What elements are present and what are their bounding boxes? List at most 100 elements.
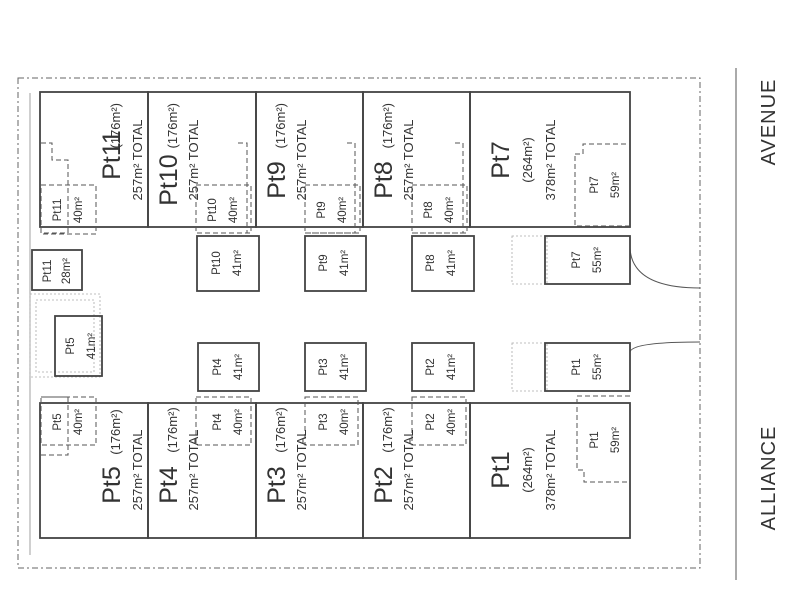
svg-text:55m²: 55m² bbox=[592, 247, 604, 273]
lot-label: Pt11 bbox=[98, 130, 126, 180]
lot-label: Pt8 bbox=[370, 161, 398, 199]
lot-total: 257m² TOTAL bbox=[401, 120, 416, 201]
rear-yard-pt7: Pt7 59m² bbox=[589, 172, 622, 198]
svg-text:Pt1: Pt1 bbox=[589, 431, 601, 448]
svg-text:59m²: 59m² bbox=[610, 427, 622, 453]
rear-yard-pt8: Pt8 40m² bbox=[411, 184, 468, 234]
svg-text:Pt7: Pt7 bbox=[589, 176, 601, 193]
parking-pt8[interactable]: Pt8 41m² bbox=[411, 235, 475, 292]
svg-text:40m²: 40m² bbox=[339, 409, 351, 435]
driveway-edge-bottom bbox=[629, 341, 701, 353]
lot-label: Pt2 bbox=[370, 466, 398, 504]
svg-text:41m²: 41m² bbox=[233, 354, 245, 380]
svg-text:Pt2: Pt2 bbox=[425, 413, 437, 430]
parking-pt11[interactable]: Pt11 28m² bbox=[31, 249, 83, 291]
rear-yard-pt10: Pt10 40m² bbox=[195, 184, 252, 234]
lot-pt5[interactable]: Pt5 (176m²) 257m² TOTAL bbox=[39, 396, 149, 539]
lot-label: Pt7 bbox=[487, 141, 515, 179]
rear-yard-pt11: Pt11 40m² bbox=[40, 184, 97, 235]
svg-text:Pt8: Pt8 bbox=[425, 254, 437, 271]
lot-area: (264m²) bbox=[520, 447, 535, 493]
svg-text:Pt7: Pt7 bbox=[571, 251, 583, 268]
svg-text:41m²: 41m² bbox=[339, 354, 351, 380]
lot-pt11[interactable]: Pt11 (176m²) 257m² TOTAL bbox=[39, 91, 149, 234]
site-boundary bbox=[17, 77, 701, 569]
lot-total: 257m² TOTAL bbox=[186, 120, 201, 201]
svg-text:Pt11: Pt11 bbox=[42, 260, 54, 283]
lot-pt1[interactable]: Pt1 (264m²) 378m² TOTAL bbox=[469, 395, 631, 539]
svg-text:40m²: 40m² bbox=[444, 197, 456, 223]
lot-label: Pt4 bbox=[155, 466, 183, 504]
svg-text:Pt4: Pt4 bbox=[212, 358, 224, 376]
lot-total: 257m² TOTAL bbox=[401, 430, 416, 511]
svg-text:Pt8: Pt8 bbox=[423, 201, 435, 218]
parking-pt3[interactable]: Pt3 41m² bbox=[304, 342, 367, 392]
parking-pt2[interactable]: Pt2 41m² bbox=[411, 342, 475, 392]
lot-area: (176m²) bbox=[108, 103, 123, 149]
lot-total: 257m² TOTAL bbox=[294, 430, 309, 511]
rear-yard-pt9: Pt9 40m² bbox=[304, 184, 361, 234]
rear-yard-pt3: Pt3 40m² bbox=[318, 409, 351, 435]
lot-total: 378m² TOTAL bbox=[543, 430, 558, 511]
parking-pt4[interactable]: Pt4 41m² bbox=[197, 342, 260, 392]
lot-pt7[interactable]: Pt7 (264m²) 378m² TOTAL bbox=[469, 91, 631, 228]
lot-area: (176m²) bbox=[380, 103, 395, 149]
parking-pt9[interactable]: Pt9 41m² bbox=[304, 235, 367, 292]
parking-pt10[interactable]: Pt10 41m² bbox=[196, 235, 260, 292]
lot-area: (176m²) bbox=[273, 103, 288, 149]
lot-area: (264m²) bbox=[520, 137, 535, 183]
lot-total: 257m² TOTAL bbox=[186, 430, 201, 511]
lot-pt8[interactable]: Pt8 (176m²) 257m² TOTAL bbox=[362, 91, 471, 234]
lot-pt3[interactable]: Pt3 (176m²) 257m² TOTAL bbox=[255, 396, 364, 539]
svg-text:Pt11: Pt11 bbox=[52, 199, 64, 222]
svg-text:41m²: 41m² bbox=[232, 250, 244, 276]
lot-area: (176m²) bbox=[165, 407, 180, 453]
lot-area: (176m²) bbox=[380, 407, 395, 453]
svg-text:59m²: 59m² bbox=[610, 172, 622, 198]
lot-area: (176m²) bbox=[108, 409, 123, 455]
svg-text:Pt1: Pt1 bbox=[571, 358, 583, 375]
lot-area: (176m²) bbox=[165, 103, 180, 149]
parking-pt5[interactable]: Pt5 41m² bbox=[29, 293, 103, 378]
lot-total: 378m² TOTAL bbox=[543, 120, 558, 201]
parking-pt1[interactable]: Pt1 55m² bbox=[511, 342, 631, 392]
svg-text:Pt4: Pt4 bbox=[212, 413, 224, 431]
svg-text:Pt5: Pt5 bbox=[65, 337, 77, 354]
svg-text:40m²: 40m² bbox=[233, 409, 245, 435]
svg-text:55m²: 55m² bbox=[592, 354, 604, 380]
rear-yard-pt2: Pt2 40m² bbox=[425, 409, 458, 435]
svg-text:40m²: 40m² bbox=[337, 197, 349, 223]
lot-label: Pt9 bbox=[263, 161, 291, 199]
lot-label: Pt3 bbox=[263, 466, 291, 504]
lot-label: Pt1 bbox=[487, 451, 515, 489]
lot-label: Pt10 bbox=[155, 154, 183, 205]
svg-text:Pt10: Pt10 bbox=[207, 198, 219, 222]
lot-total: 257m² TOTAL bbox=[294, 120, 309, 201]
svg-text:Pt10: Pt10 bbox=[211, 251, 223, 275]
rear-yard-pt5: Pt5 40m² bbox=[40, 396, 97, 446]
lot-label: Pt5 bbox=[98, 466, 126, 504]
svg-text:Pt2: Pt2 bbox=[425, 358, 437, 375]
rear-yard-pt1: Pt1 59m² bbox=[589, 427, 622, 453]
svg-text:28m²: 28m² bbox=[61, 258, 73, 284]
rear-yard-pt4: Pt4 40m² bbox=[212, 409, 245, 435]
lot-area: (176m²) bbox=[273, 407, 288, 453]
svg-text:Pt3: Pt3 bbox=[318, 358, 330, 375]
svg-text:40m²: 40m² bbox=[446, 409, 458, 435]
svg-text:40m²: 40m² bbox=[228, 197, 240, 223]
svg-text:Pt9: Pt9 bbox=[318, 254, 330, 271]
lot-pt2[interactable]: Pt2 (176m²) 257m² TOTAL bbox=[362, 396, 471, 539]
svg-text:41m²: 41m² bbox=[446, 250, 458, 276]
lot-total: 257m² TOTAL bbox=[130, 430, 145, 511]
street-name-label: AVENUE bbox=[758, 79, 780, 166]
svg-text:41m²: 41m² bbox=[339, 250, 351, 276]
svg-text:40m²: 40m² bbox=[73, 197, 85, 223]
svg-text:41m²: 41m² bbox=[86, 333, 98, 359]
svg-text:Pt5: Pt5 bbox=[52, 413, 64, 430]
svg-text:Pt3: Pt3 bbox=[318, 413, 330, 430]
lot-pt4[interactable]: Pt4 (176m²) 257m² TOTAL bbox=[147, 396, 257, 539]
svg-text:41m²: 41m² bbox=[446, 354, 458, 380]
lot-total: 257m² TOTAL bbox=[130, 120, 145, 201]
parking-pt7[interactable]: Pt7 55m² bbox=[511, 235, 631, 285]
